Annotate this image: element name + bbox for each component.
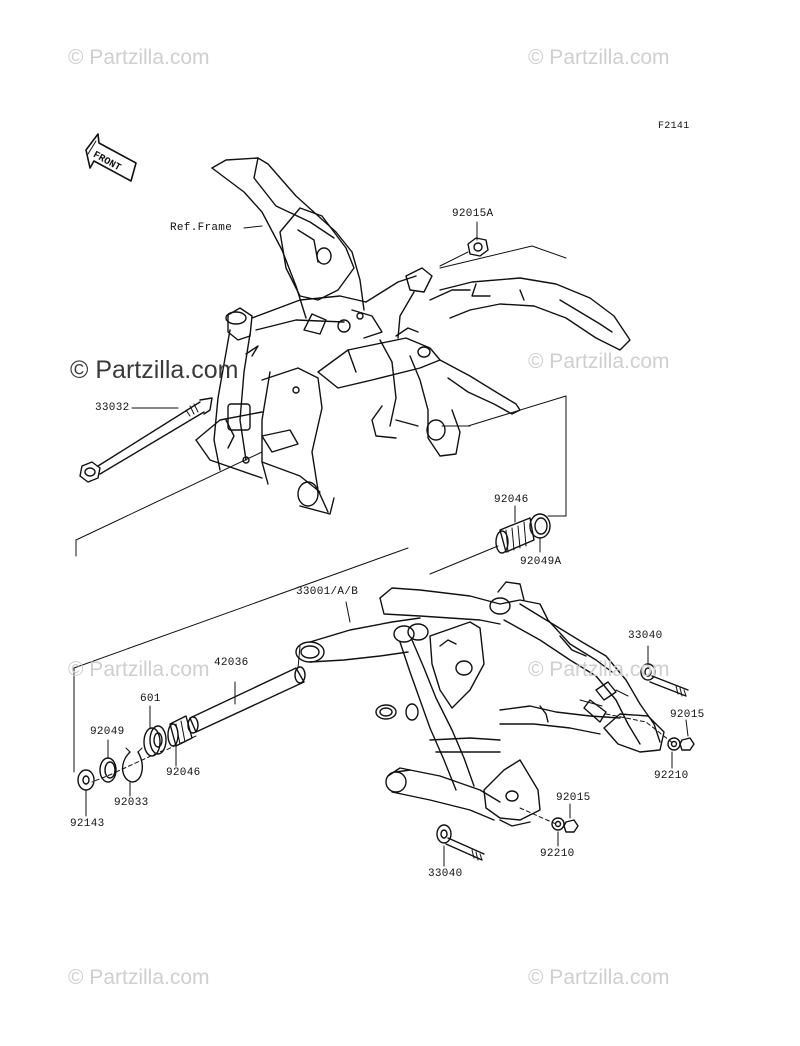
part-label-33040[interactable]: 33040 (628, 630, 663, 642)
part-label-92210-right[interactable]: 92210 (654, 770, 689, 782)
reference-frame (195, 157, 631, 515)
watermark: © Partzilla.com (68, 658, 210, 681)
watermark: © Partzilla.com (68, 966, 210, 989)
part-label-42036[interactable]: 42036 (214, 657, 249, 669)
pivot-shaft-33032 (79, 397, 213, 483)
part-label-92015a[interactable]: 92015A (452, 208, 494, 220)
part-label-92015-right[interactable]: 92015 (670, 709, 705, 721)
watermark-prominent: © Partzilla.com (70, 356, 239, 384)
part-label-92046[interactable]: 92046 (494, 494, 529, 506)
part-label-92015-bottom[interactable]: 92015 (556, 792, 591, 804)
circlip-92033 (122, 747, 143, 783)
watermark: © Partzilla.com (528, 350, 670, 373)
front-arrow-icon (85, 133, 137, 182)
seal-92049 (99, 757, 117, 783)
part-label-92143[interactable]: 92143 (70, 818, 105, 830)
bearing-601 (143, 725, 167, 757)
washer-92143 (77, 769, 95, 791)
part-label-92049a[interactable]: 92049A (520, 556, 562, 568)
watermark: © Partzilla.com (528, 46, 670, 69)
adjuster-bolt-33040-bottom (436, 824, 485, 861)
watermark: © Partzilla.com (528, 658, 670, 681)
leader-lines (73, 221, 689, 867)
nut-92015-right (679, 737, 695, 751)
seal-92049a (529, 513, 551, 539)
part-label-92046-left[interactable]: 92046 (166, 767, 201, 779)
part-label-92210-bottom[interactable]: 92210 (540, 848, 575, 860)
watermark: © Partzilla.com (68, 46, 210, 69)
nut-92015a (439, 237, 489, 267)
part-label-33001[interactable]: 33001/A/B (296, 586, 359, 598)
washer-92210-right (667, 737, 681, 751)
swingarm (295, 581, 665, 827)
part-label-92033[interactable]: 92033 (114, 797, 149, 809)
washer-92210-bottom (551, 817, 565, 831)
part-label-33032[interactable]: 33032 (95, 402, 130, 414)
diagram-code: F2141 (658, 121, 690, 132)
part-label-601[interactable]: 601 (140, 693, 161, 705)
part-label-92049[interactable]: 92049 (90, 726, 125, 738)
nut-92015-bottom (563, 819, 579, 833)
part-label-33040-bottom[interactable]: 33040 (428, 868, 463, 880)
watermark: © Partzilla.com (528, 966, 670, 989)
ref-frame-label: Ref.Frame (170, 222, 233, 234)
bearing-92046 (495, 517, 535, 554)
